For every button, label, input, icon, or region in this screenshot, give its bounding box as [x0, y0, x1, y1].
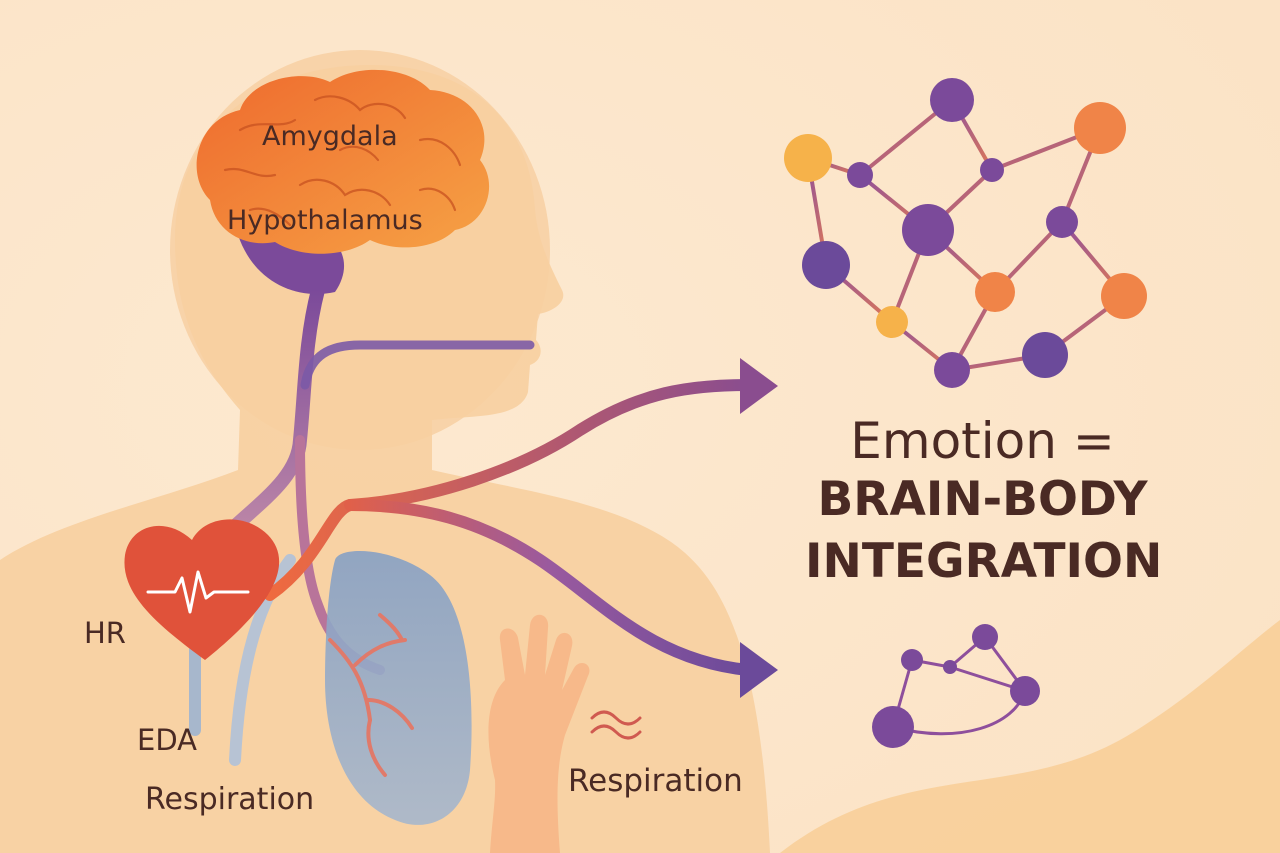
equation-line-3: INTEGRATION [805, 534, 1163, 589]
brain-icon [196, 69, 490, 295]
heart-icon [124, 519, 280, 660]
hypothalamus-label: Hypothalamus [227, 205, 423, 236]
wave-icon [590, 710, 642, 740]
hand-icon [488, 614, 590, 853]
background-wave [780, 620, 1280, 853]
hr-label: HR [84, 616, 126, 650]
arrow-icon [264, 358, 778, 698]
lungs-icon [325, 551, 472, 825]
equation-line-2: BRAIN-BODY [817, 472, 1148, 527]
respiration-left-label: Respiration [145, 782, 315, 817]
small-network-graph [872, 624, 1040, 748]
equation-line-1: Emotion = [850, 412, 1115, 470]
eda-label: EDA [137, 723, 197, 757]
network-graph [784, 78, 1147, 388]
amygdala-label: Amygdala [262, 121, 398, 152]
respiration-right-label: Respiration [568, 763, 743, 799]
